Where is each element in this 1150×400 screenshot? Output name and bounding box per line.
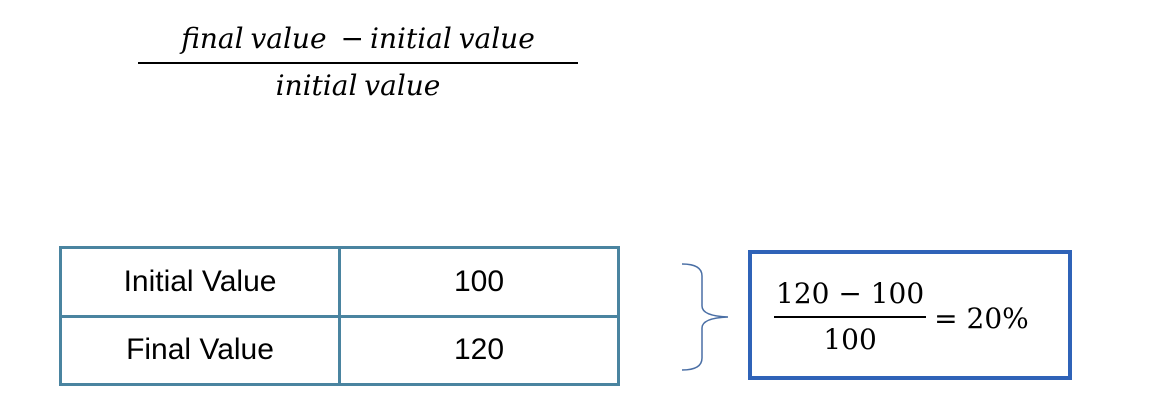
table-row: Initial Value 100 <box>59 246 620 318</box>
table-row: Final Value 120 <box>59 314 620 386</box>
result-fraction: 120 − 100 100 <box>774 274 927 360</box>
formula-final-value: final value <box>181 22 327 55</box>
formula-minus-sign: − <box>340 22 364 55</box>
formula-fraction-bar <box>138 62 578 64</box>
result-numerator: 120 − 100 <box>776 277 925 310</box>
table-cell-value: 100 <box>338 246 620 318</box>
curly-brace-icon <box>681 263 729 371</box>
table-cell-label: Final Value <box>59 314 341 386</box>
result-expression: 120 − 100 100 = 20% <box>774 274 1029 360</box>
values-table: Initial Value 100 Final Value 120 <box>59 246 620 386</box>
table-cell-value: 120 <box>338 314 620 386</box>
formula-initial-value: initial value <box>370 22 535 55</box>
formula-denominator: initial value <box>275 69 441 102</box>
formula-numerator: final value−initial value <box>138 18 578 60</box>
table-cell-label: Initial Value <box>59 246 341 318</box>
result-denominator: 100 <box>823 323 877 356</box>
result-equals-percent: = 20% <box>934 301 1029 335</box>
result-box: 120 − 100 100 = 20% <box>748 250 1072 380</box>
percent-change-formula: final value−initial value initial value <box>138 18 578 106</box>
result-fraction-bar <box>774 316 927 318</box>
